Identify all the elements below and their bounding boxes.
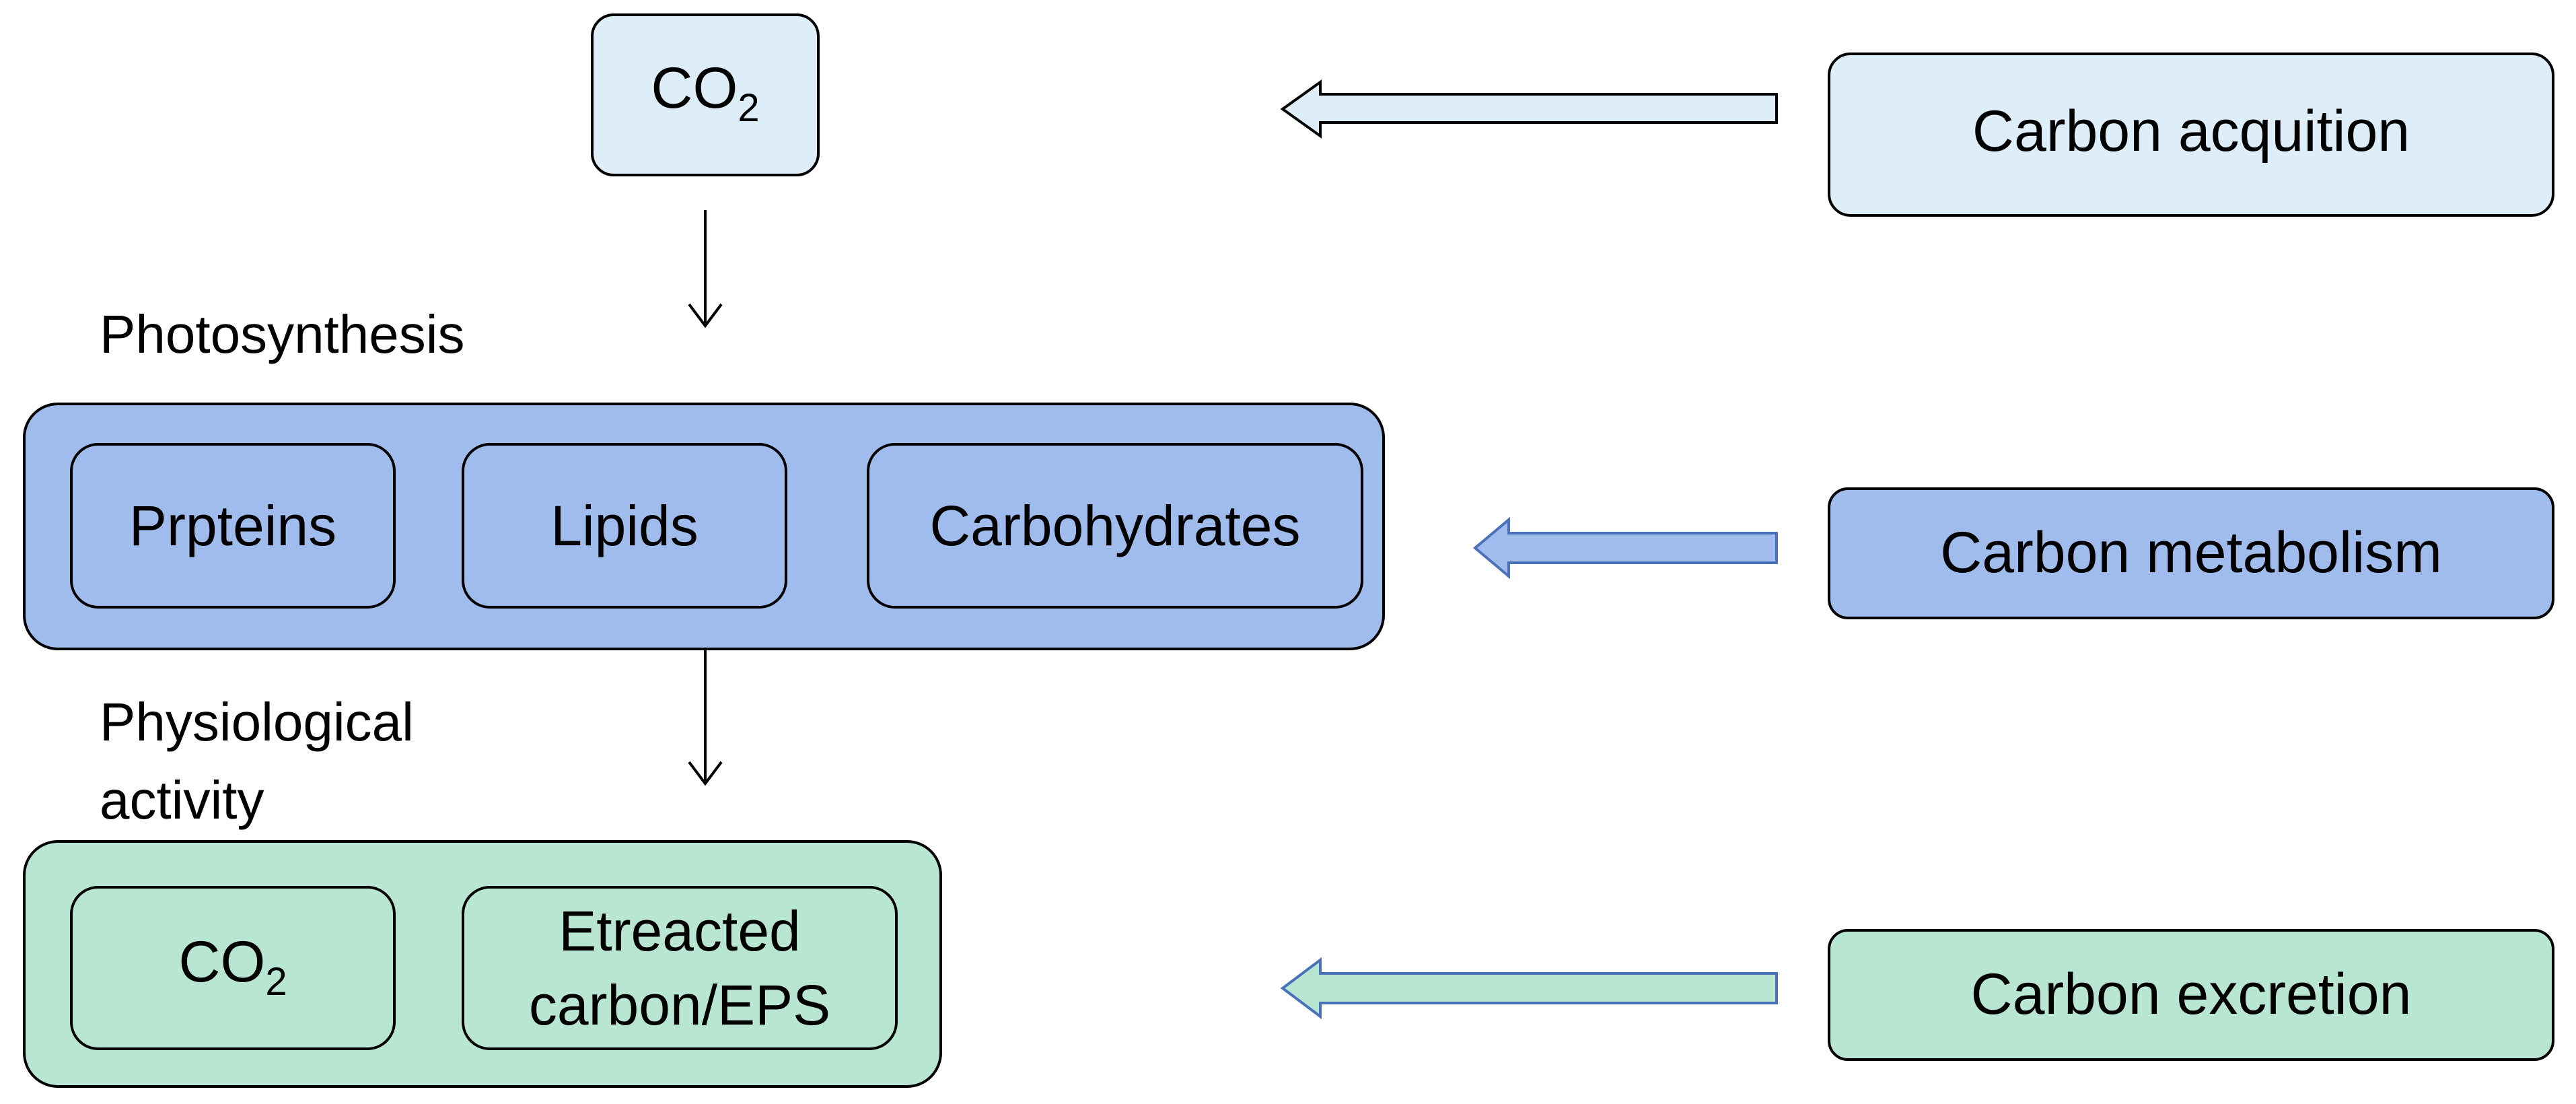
extracted-carbon-label-line1: Etreacted	[559, 899, 801, 963]
down-arrow-physiological	[688, 650, 723, 786]
co2-source-main: CO	[651, 56, 738, 120]
excreted-co2-box	[70, 886, 396, 1050]
acquisition-arrow	[1280, 79, 1778, 139]
lipids-box	[462, 443, 787, 609]
photosynthesis-label: Photosynthesis	[100, 304, 465, 364]
excreted-co2-subscript: 2	[265, 960, 287, 1004]
carbohydrates-label: Carbohydrates	[930, 494, 1301, 557]
physiological-label-line2: activity	[100, 770, 264, 830]
metabolism-arrow	[1472, 516, 1778, 580]
down-arrow-photosynthesis	[688, 210, 723, 329]
excreted-co2-main: CO	[178, 930, 265, 994]
co2-source-label: CO2	[651, 56, 759, 130]
lipids-label: Lipids	[550, 494, 698, 557]
carbon-excretion-box	[1828, 929, 2554, 1061]
excreted-co2-label: CO2	[178, 930, 287, 1004]
extracted-carbon-label-line2: carbon/EPS	[529, 973, 830, 1037]
proteins-box	[70, 443, 396, 609]
carbohydrates-box	[867, 443, 1363, 609]
carbon-metabolism-box	[1828, 487, 2554, 619]
proteins-label: Prpteins	[129, 494, 336, 557]
extracted-carbon-box	[462, 886, 898, 1050]
physiological-label-line1: Physiological	[100, 692, 414, 752]
co2-source-subscript: 2	[738, 86, 759, 130]
co2-source-box	[591, 13, 820, 176]
excretion-arrow	[1280, 957, 1778, 1019]
carbon-acquisition-box	[1828, 53, 2554, 217]
carbon-metabolism-label: Carbon metabolism	[1940, 520, 2442, 585]
carbon-acquisition-label: Carbon acquition	[1972, 99, 2410, 164]
carbon-excretion-label: Carbon excretion	[1971, 962, 2412, 1027]
